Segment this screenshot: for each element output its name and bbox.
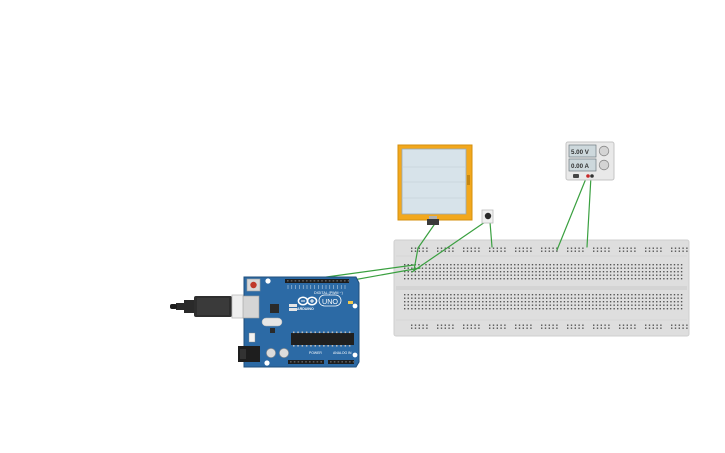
push-button[interactable] [481,209,494,224]
atmega-chip [291,333,354,345]
wire-lcd-to-breadboard[interactable] [413,224,435,271]
wire-button-to-breadboard-2[interactable] [489,221,493,248]
current-display [568,158,597,172]
arduino-logo [297,296,318,306]
wire-button-to-breadboard-1[interactable] [411,221,486,273]
capacitor-2 [279,348,289,358]
arduino-logo-text: ARDUINO [297,307,314,311]
lcd-pins [427,219,439,225]
push-button-cap[interactable] [484,212,492,220]
current-readout: 0.00 A [571,163,590,170]
digital-header[interactable] [285,279,349,283]
breadboard[interactable] [393,239,690,337]
voltage-knob[interactable] [598,145,610,157]
voltage-display [568,144,597,158]
analog-header[interactable] [328,360,354,364]
arduino-uno[interactable]: DIGITAL (PWM ~) ARDUINO UNO POWER ANALOG… [238,276,360,368]
capacitor-1 [266,348,276,358]
breadboard-holes[interactable] [404,247,688,329]
analog-label: ANALOG IN [333,351,352,355]
wire-psu-to-breadboard-2[interactable] [586,175,592,248]
power-supply[interactable]: 5.00 V 0.00 A [565,141,615,181]
uno-label: UNO [322,297,338,306]
voltage-readout: 5.00 V [571,149,590,156]
digital-label: DIGITAL (PWM ~) [314,291,343,295]
usb-port [242,295,260,319]
wire-psu-to-breadboard-1[interactable] [556,175,588,251]
lcd-screen [401,148,467,215]
crystal [261,317,283,327]
negative-terminal[interactable] [590,174,594,178]
positive-terminal[interactable] [586,174,590,178]
power-label: POWER [309,351,322,355]
lcd-display[interactable] [397,144,473,225]
current-knob[interactable] [598,159,610,171]
power-switch[interactable] [573,174,579,178]
